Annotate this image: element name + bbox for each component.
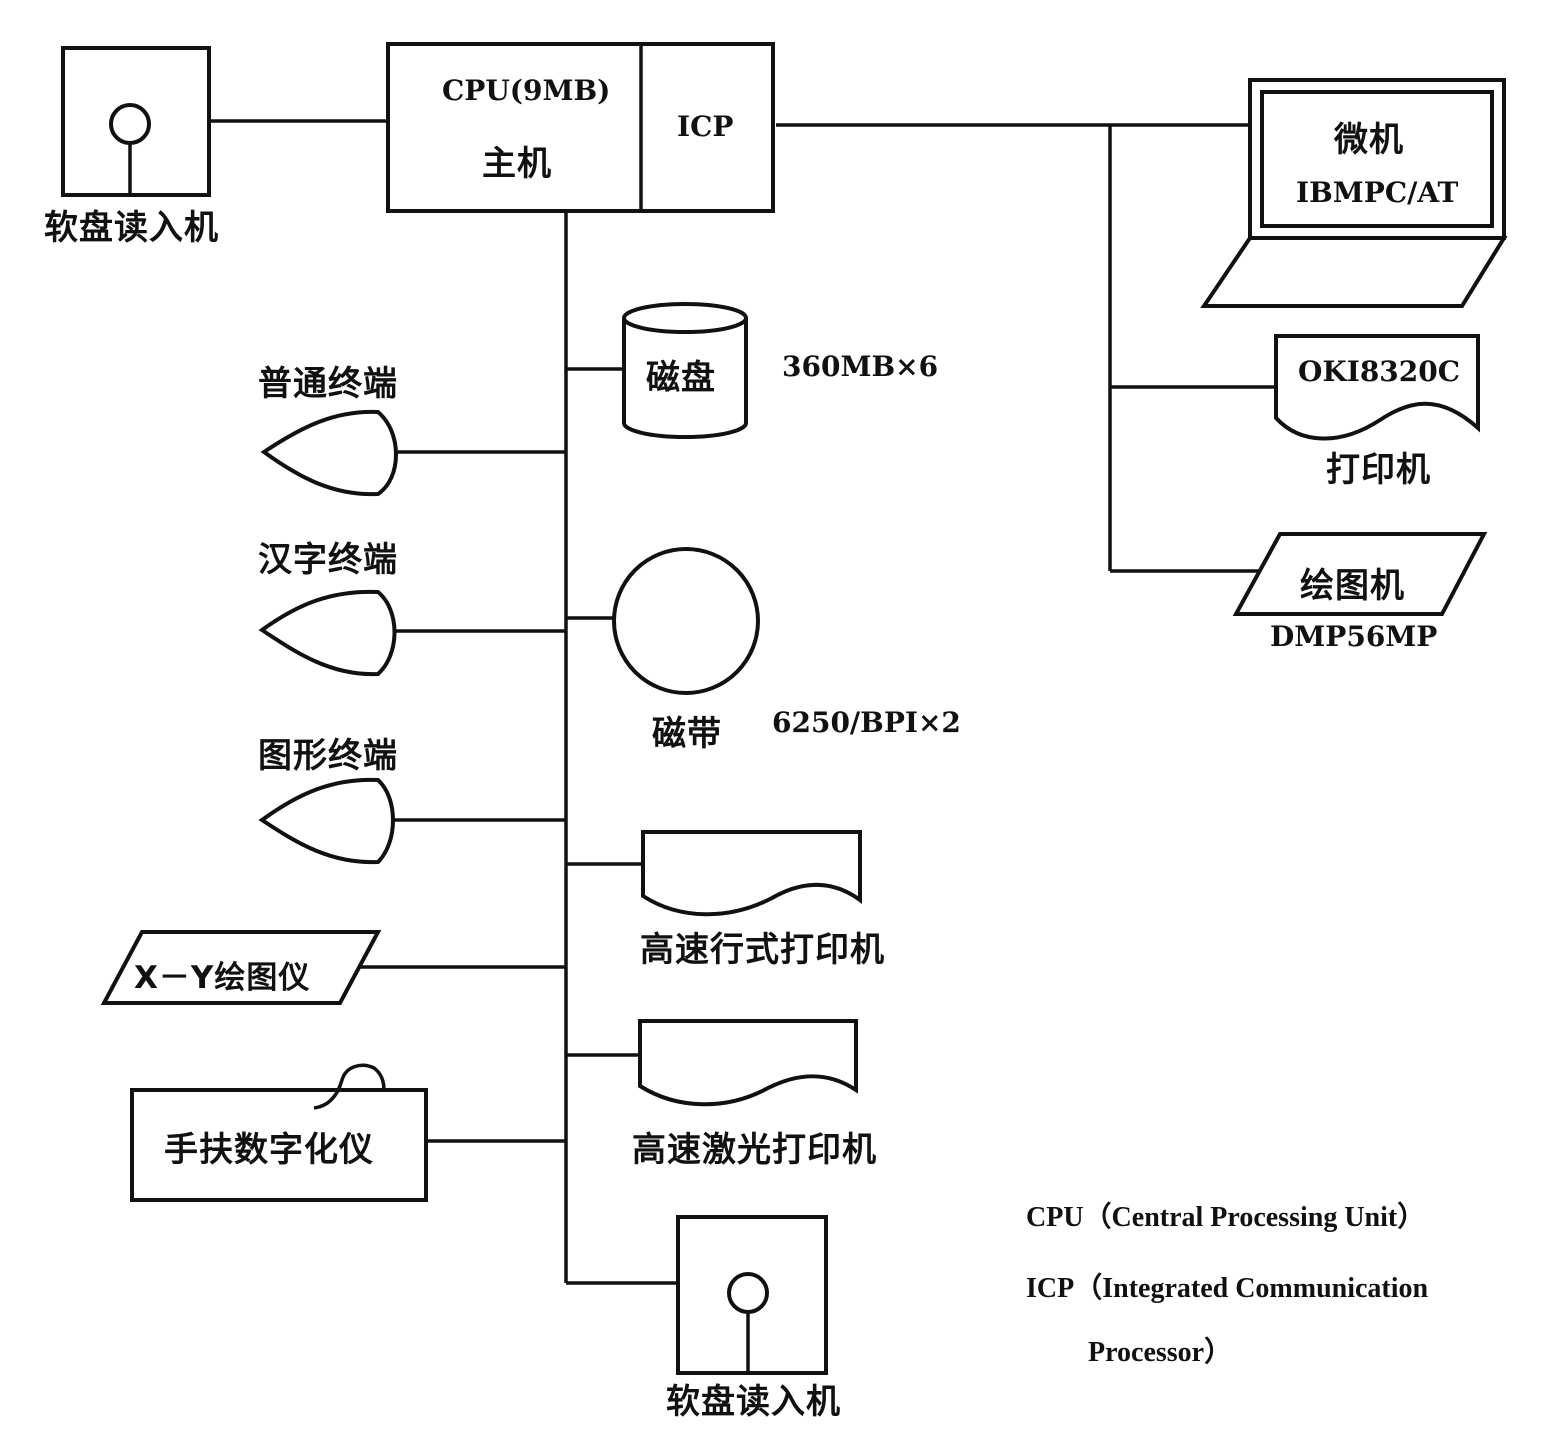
oki-printer-label: 打印机 <box>1326 450 1431 490</box>
host-label: 主机 <box>482 144 552 184</box>
plotter-model: DMP56MP <box>1270 620 1438 653</box>
host-box <box>386 42 775 213</box>
bottom-floppy-box <box>676 1215 828 1375</box>
icp-label: ICP <box>677 110 734 143</box>
bottom-floppy-disk-icon <box>727 1272 769 1314</box>
tape-label: 磁带 <box>652 714 722 754</box>
laser-printer-icon <box>638 1019 858 1107</box>
digitizer-label: 手扶数字化仪 <box>164 1130 374 1170</box>
graphic-terminal-label: 图形终端 <box>258 736 398 776</box>
disk-spec: 360MB×6 <box>782 350 939 383</box>
tape-spec: 6250/BPI×2 <box>772 706 961 739</box>
digitizer-box <box>130 1088 428 1202</box>
chinese-terminal-label: 汉字终端 <box>258 540 398 580</box>
bottom-floppy-label: 软盘读入机 <box>666 1382 841 1422</box>
oki-printer-icon <box>1274 334 1480 441</box>
left-floppy-label: 软盘读入机 <box>44 208 219 248</box>
pc-title: 微机 <box>1334 120 1404 160</box>
normal-terminal-icon <box>260 409 398 497</box>
xy-plotter-icon <box>100 930 382 1005</box>
graphic-terminal-icon <box>258 777 395 865</box>
disk-cylinder-top <box>622 302 748 334</box>
chinese-terminal-icon <box>258 589 397 677</box>
normal-terminal-label: 普通终端 <box>258 364 398 404</box>
cpu-label: CPU(9MB) <box>442 74 611 107</box>
tape-reel-icon <box>612 547 760 695</box>
disk-cylinder-body <box>622 318 748 439</box>
line-printer-icon <box>641 830 862 917</box>
legend-icp-line1: ICP（Integrated Communication <box>1026 1273 1429 1304</box>
xy-plotter-label: X－Y绘图仪 <box>134 960 311 996</box>
laser-printer-label: 高速激光打印机 <box>632 1130 877 1170</box>
legend-cpu: CPU（Central Processing Unit） <box>1026 1202 1426 1233</box>
pc-screen-inner <box>1260 90 1494 228</box>
left-floppy-disk-icon <box>109 103 151 145</box>
oki-printer-model: OKI8320C <box>1298 355 1461 388</box>
digitizer-stylus-cord <box>313 1063 386 1110</box>
disk-label: 磁盘 <box>646 358 716 398</box>
pc-keyboard-icon <box>1200 236 1508 308</box>
plotter-icon <box>1232 532 1488 616</box>
pc-model: IBMPC/AT <box>1296 176 1459 209</box>
legend-icp-line2: Processor） <box>1088 1337 1233 1368</box>
plotter-label: 绘图机 <box>1300 566 1405 606</box>
line-printer-label: 高速行式打印机 <box>640 930 885 970</box>
